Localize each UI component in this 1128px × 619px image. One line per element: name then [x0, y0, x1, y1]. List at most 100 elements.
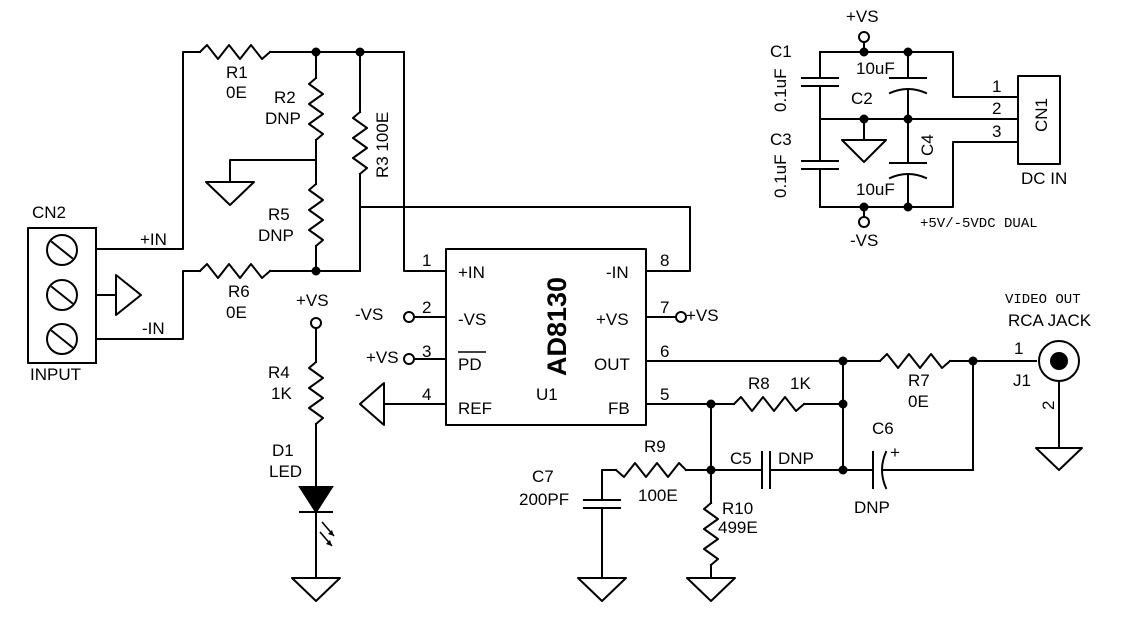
- wire-u1-pin1: [403, 51, 447, 272]
- r10-value: 499E: [718, 518, 758, 537]
- ground-symbol-ref: [359, 382, 385, 426]
- supply-minus-label: -VS: [850, 231, 878, 250]
- c4-value: 10uF: [856, 180, 895, 199]
- r6-value: 0E: [226, 303, 247, 322]
- wire-plus-in: [95, 51, 201, 250]
- supply-minus-terminal: [858, 216, 870, 228]
- cn1-connector: [1017, 75, 1061, 165]
- r2-value: DNP: [265, 109, 301, 128]
- ground-symbol-c7: [577, 577, 627, 602]
- c6-value: DNP: [854, 498, 890, 517]
- c6-plus-sign: +: [890, 443, 900, 462]
- junction-dot: [355, 47, 365, 57]
- junction-dot: [903, 114, 913, 124]
- resistor-r1: [198, 44, 272, 60]
- c2-label: C2: [851, 89, 873, 108]
- r5-value: DNP: [258, 226, 294, 245]
- ground-symbol-led: [291, 577, 341, 602]
- pin3-supply-label: +VS: [366, 348, 399, 367]
- c3-label: C3: [770, 130, 792, 149]
- pin3-terminal: [403, 353, 415, 365]
- r9-label: R9: [644, 437, 666, 456]
- cn1-label: CN1: [1032, 98, 1051, 132]
- pin-name-vs-plus: +VS: [596, 310, 629, 329]
- r1-value: 0E: [226, 83, 247, 102]
- pin-number-3: 3: [422, 342, 431, 361]
- u1-ic-body: [445, 248, 647, 426]
- r4-label: R4: [268, 363, 290, 382]
- r6-label: R6: [228, 282, 250, 301]
- resistor-r8: [732, 396, 806, 412]
- pin-number-4: 4: [422, 385, 431, 404]
- video-out-label: VIDEO OUT: [1005, 292, 1081, 308]
- j1-pin2-number: 2: [1039, 401, 1058, 410]
- resistor-r5: [308, 182, 324, 248]
- u1-part-name: AD8130: [542, 277, 572, 376]
- r1-label: R1: [226, 63, 248, 82]
- c4-label: C4: [918, 134, 937, 156]
- led-d1: [298, 486, 335, 547]
- input-label: INPUT: [30, 365, 81, 384]
- capacitor-c3: [801, 160, 839, 170]
- pin7-terminal: [675, 311, 687, 323]
- supply-plus-terminal: [858, 31, 870, 43]
- pin-name-ref: REF: [458, 399, 492, 418]
- cn2-connector: [27, 227, 97, 364]
- cn1-pin2-number: 2: [992, 99, 1001, 118]
- junction-dot: [903, 47, 913, 57]
- c1-value: 0.1uF: [771, 69, 790, 112]
- r4-value: 1K: [271, 384, 292, 403]
- cn1-pin3-number: 3: [992, 122, 1001, 141]
- resistor-r7: [878, 353, 952, 369]
- pin-number-6: 6: [660, 342, 669, 361]
- junction-dot: [311, 266, 321, 276]
- ground-symbol-supply: [841, 139, 887, 163]
- wire-feedback-minus-in: [359, 206, 691, 272]
- pin-number-5: 5: [660, 385, 669, 404]
- wire-midpoint-ground: [229, 159, 317, 183]
- c7-value: 200PF: [519, 490, 569, 509]
- r8-label: R8: [748, 374, 770, 393]
- j1-pin1-number: 1: [1014, 339, 1023, 358]
- c5-label: C5: [730, 449, 752, 468]
- led-supply-label: +VS: [296, 291, 329, 310]
- terminal-screw-2: [46, 279, 78, 311]
- capacitor-c7: [583, 499, 621, 509]
- pin-name-in-minus: -IN: [606, 263, 629, 282]
- ground-symbol-rca: [1035, 447, 1083, 471]
- pin2-supply-label: -VS: [355, 305, 383, 324]
- rca-jack-j1: [1038, 340, 1080, 382]
- junction-dot: [903, 202, 913, 212]
- resistor-r6: [198, 263, 272, 279]
- ground-symbol-r10: [686, 577, 736, 602]
- c1-label: C1: [770, 42, 792, 61]
- c2-value: 10uF: [856, 59, 895, 78]
- pin-name-fb: FB: [608, 399, 630, 418]
- wire-minus-in: [95, 270, 201, 340]
- r8-value: 1K: [790, 374, 811, 393]
- dual-supply-label: +5V/-5VDC DUAL: [920, 216, 1038, 232]
- minus-in-label: -IN: [142, 319, 165, 338]
- rca-jack-label: RCA JACK: [1008, 311, 1092, 330]
- plus-in-label: +IN: [140, 230, 167, 249]
- resistor-r10: [703, 501, 719, 567]
- pin-number-7: 7: [660, 298, 669, 317]
- pin2-terminal: [403, 311, 415, 323]
- resistor-r4: [308, 360, 324, 426]
- pin-name-in-plus: +IN: [458, 263, 485, 282]
- resistor-r9: [614, 462, 688, 478]
- capacitor-c5: [761, 451, 771, 489]
- r7-label: R7: [908, 371, 930, 390]
- d1-label: D1: [272, 441, 294, 460]
- junction-dot: [838, 399, 848, 409]
- cn1-pin1-number: 1: [992, 77, 1001, 96]
- junction-dot: [838, 356, 848, 366]
- cn2-label: CN2: [32, 203, 66, 222]
- junction-dot: [859, 47, 869, 57]
- junction-dot: [311, 47, 321, 57]
- resistor-r3: [352, 110, 368, 176]
- dc-in-label: DC IN: [1021, 169, 1067, 188]
- resistor-r2: [308, 76, 324, 142]
- terminal-screw-3: [46, 323, 78, 355]
